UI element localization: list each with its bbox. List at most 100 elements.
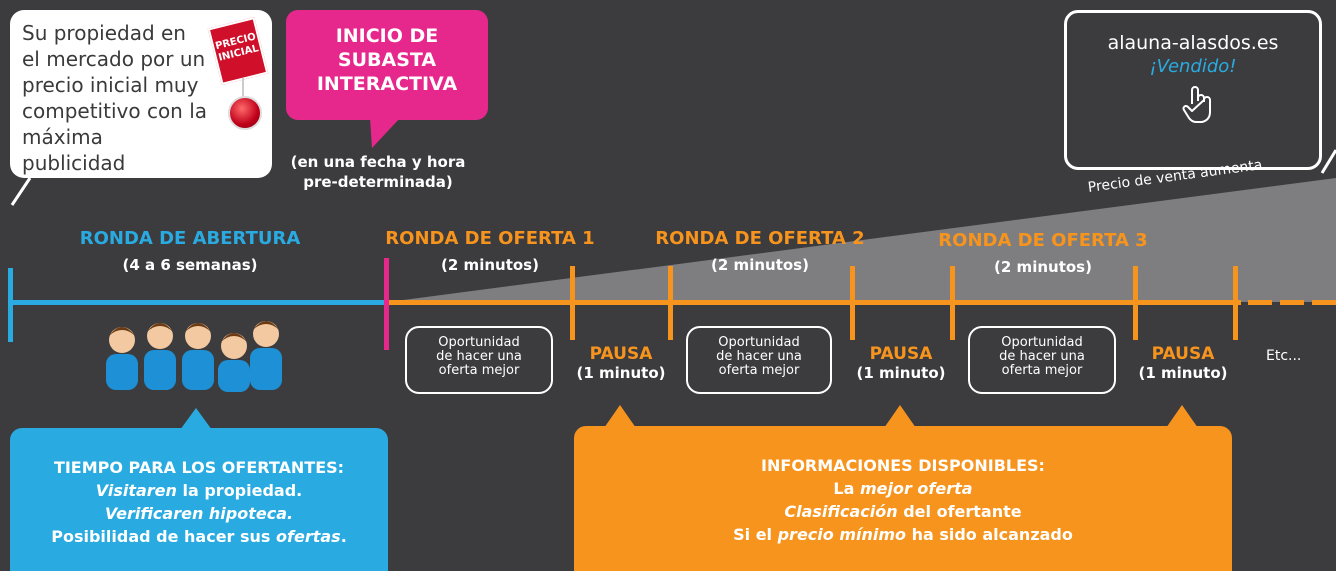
auction-start-bubble <box>286 10 488 120</box>
auction-start-note-line: pre-determinada) <box>303 173 453 191</box>
opportunity-pill-2: Oportunidad de hacer una oferta mejor <box>686 326 832 394</box>
available-info-text-part: ha sido alcanzado <box>906 525 1073 544</box>
intro-line: competitivo con la <box>22 99 208 123</box>
person-icon <box>106 327 138 390</box>
opening-round-title: RONDA DE ABERTURA <box>79 228 301 249</box>
etc-label: Etc... <box>1266 348 1302 364</box>
available-info-text: INFORMACIONES DISPONIBLES: La mejor ofer… <box>574 454 1232 546</box>
timeline-dash <box>1280 300 1304 305</box>
person-icon <box>250 321 282 390</box>
opportunity-pill-3: Oportunidad de hacer una oferta mejor <box>968 326 1116 394</box>
pause-label: PAUSA <box>1151 344 1215 364</box>
pause-2: PAUSA (1 minuto) <box>836 344 966 382</box>
sold-bubble-tail <box>1320 149 1336 174</box>
pause-duration: (1 minuto) <box>856 364 946 382</box>
sold-status: ¡Vendido! <box>1149 56 1237 77</box>
timeline-dash <box>1312 300 1336 305</box>
offer-round-2-duration: (2 minutos) <box>711 256 809 274</box>
offer-round-3-duration: (2 minutos) <box>994 258 1092 276</box>
intro-line: precio inicial muy <box>22 73 199 97</box>
pause-3: PAUSA (1 minuto) <box>1118 344 1248 382</box>
offer-round-2-title: RONDA DE OFERTA 2 <box>655 228 865 249</box>
intro-line: Su propiedad en <box>22 21 186 45</box>
bidders-icon <box>106 321 282 392</box>
opportunity-line: Oportunidad <box>438 335 520 350</box>
opportunity-line: Oportunidad <box>718 335 800 350</box>
bidders-info-emphasis: Verificaren hipoteca. <box>104 504 294 523</box>
opportunity-line: oferta mejor <box>438 363 520 378</box>
intro-line: máxima publicidad <box>22 125 126 175</box>
timeline-opening-start-tick <box>8 268 13 342</box>
timeline-offer-segment <box>389 300 1241 305</box>
available-info-text-part: La <box>833 479 860 498</box>
info-box-tail-3 <box>1166 405 1198 428</box>
auction-start-line: SUBASTA <box>337 49 437 71</box>
available-info-emphasis: Clasificación <box>784 502 898 521</box>
pause-1: PAUSA (1 minuto) <box>556 344 686 382</box>
intro-line: el mercado por un <box>22 47 206 71</box>
opportunity-line: oferta mejor <box>718 363 800 378</box>
available-info-text-part: Si el <box>733 525 778 544</box>
timeline-dash <box>1248 300 1272 305</box>
auction-start-note-line: (en una fecha y hora <box>290 153 466 171</box>
sold-bubble <box>1064 10 1322 170</box>
bidders-info-line-2: Verificaren hipoteca. <box>10 502 388 525</box>
bidders-info-text-part: Posibilidad de hacer sus <box>51 527 277 546</box>
auction-start-line: INICIO DE <box>335 25 439 47</box>
offer-round-3-title: RONDA DE OFERTA 3 <box>938 230 1148 251</box>
available-info-text-part: del ofertante <box>897 502 1022 521</box>
pause-duration: (1 minuto) <box>1138 364 1228 382</box>
bidders-info-title: TIEMPO PARA LOS OFERTANTES: <box>53 458 345 477</box>
pause-duration: (1 minuto) <box>576 364 666 382</box>
pause-label: PAUSA <box>869 344 933 364</box>
bidders-info-emphasis: Visitaren <box>95 481 177 500</box>
auction-start-title: INICIO DE SUBASTA INTERACTIVA <box>286 24 488 96</box>
offer-round-1-title: RONDA DE OFERTA 1 <box>385 228 595 249</box>
opportunity-line: de hacer una <box>999 349 1085 364</box>
timeline-tick <box>668 266 673 340</box>
available-info-emphasis: mejor oferta <box>859 479 973 498</box>
bidders-info-box <box>10 428 388 571</box>
offer-round-1-duration: (2 minutos) <box>441 256 539 274</box>
timeline-auction-start-tick <box>384 258 389 350</box>
info-box-tail-1 <box>604 405 636 428</box>
opportunity-line: Oportunidad <box>1001 335 1083 350</box>
available-info-box <box>574 426 1232 571</box>
person-icon <box>144 323 176 390</box>
sold-domain: alauna-alasdos.es <box>1107 32 1279 54</box>
available-info-line-1: La mejor oferta <box>574 477 1232 500</box>
pause-label: PAUSA <box>589 344 653 364</box>
opportunity-line: oferta mejor <box>1001 363 1083 378</box>
bidders-box-tail <box>180 408 212 430</box>
intro-bubble-text: Su propiedad en el mercado por un precio… <box>22 20 212 176</box>
available-info-line-3: Si el precio mínimo ha sido alcanzado <box>574 523 1232 546</box>
available-info-emphasis: precio mínimo <box>777 525 907 544</box>
timeline-tick <box>950 266 955 340</box>
bidders-info-text: TIEMPO PARA LOS OFERTANTES: Visitaren la… <box>10 456 388 548</box>
opportunity-line: de hacer una <box>716 349 802 364</box>
bidders-info-emphasis: ofertas <box>276 527 341 546</box>
opportunity-pill-1: Oportunidad de hacer una oferta mejor <box>405 326 553 394</box>
person-icon <box>182 323 214 390</box>
intro-bubble-tail <box>10 177 32 206</box>
timeline-tick <box>570 266 575 340</box>
start-bubble-tail <box>370 118 400 148</box>
available-info-title: INFORMACIONES DISPONIBLES: <box>761 456 1045 475</box>
bidders-info-text-part: la propiedad. <box>176 481 303 500</box>
bidders-info-text-part: . <box>340 527 347 546</box>
bidders-info-line-1: Visitaren la propiedad. <box>10 479 388 502</box>
price-tag-string <box>242 78 244 100</box>
price-rise-wedge <box>388 178 1336 302</box>
timeline-opening-segment <box>10 300 388 305</box>
hand-cursor-icon <box>1180 84 1216 124</box>
bidders-info-line-3: Posibilidad de hacer sus ofertas. <box>10 525 388 548</box>
info-box-tail-2 <box>884 405 916 428</box>
opportunity-line: de hacer una <box>436 349 522 364</box>
timeline-tick <box>1233 266 1238 340</box>
person-icon <box>218 333 250 392</box>
price-tag-bell <box>228 96 262 130</box>
auction-start-note: (en una fecha y hora pre-determinada) <box>268 152 488 192</box>
opening-round-duration: (4 a 6 semanas) <box>122 256 258 274</box>
available-info-line-2: Clasificación del ofertante <box>574 500 1232 523</box>
